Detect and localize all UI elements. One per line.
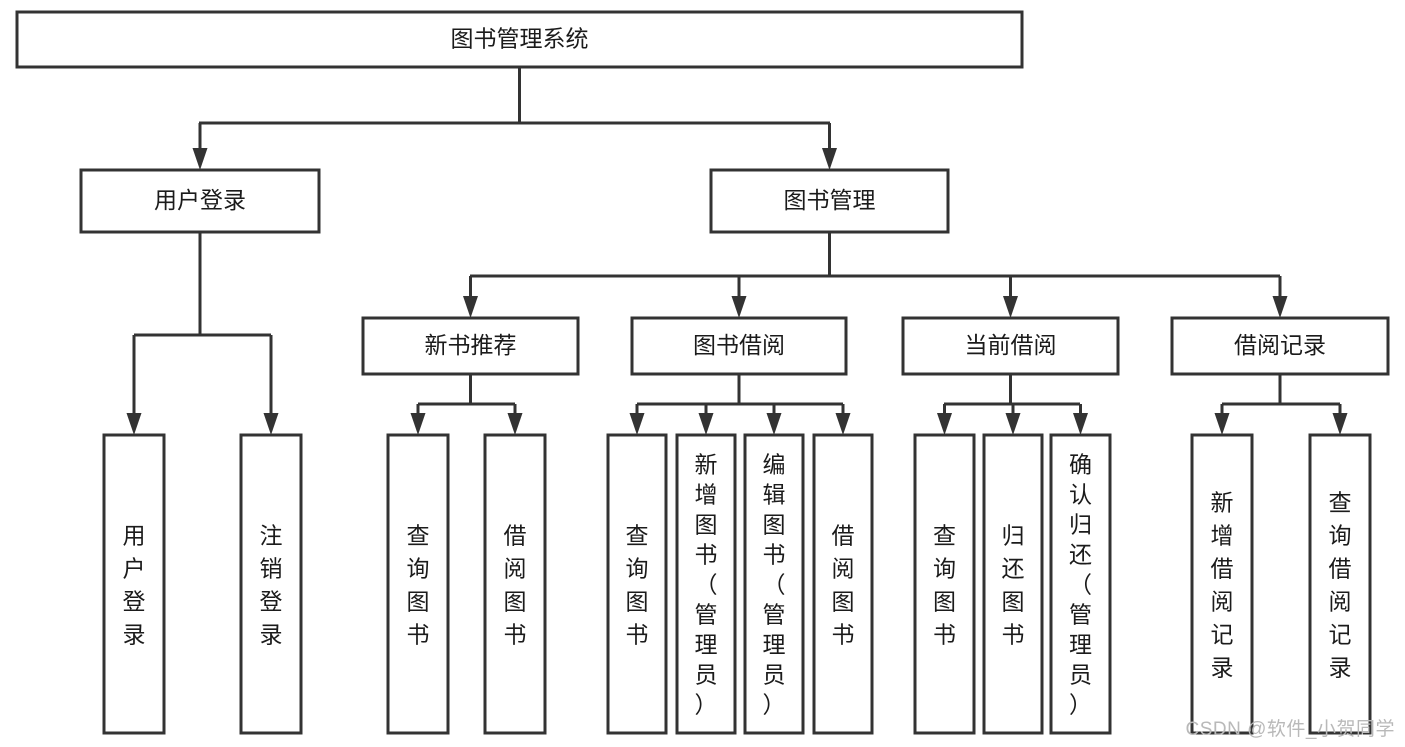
node-box-leaf-borrow-book-rec[interactable] [483,433,547,735]
arrow-head-leaf-query-book-rec [410,413,426,435]
arrow-head-current-borrow [1003,296,1018,318]
node-book-borrow[interactable]: 图书借阅 [630,316,848,376]
node-leaf-borrow-book-2[interactable]: 借阅图书 [812,433,874,735]
node-leaf-confirm-return-admin[interactable]: 确认归还（管理员） [1049,433,1112,735]
node-box-leaf-query-borrow-record[interactable] [1308,433,1372,735]
node-label-book-borrow: 图书借阅 [693,332,785,358]
arrow-head-book-borrow [731,296,747,318]
node-label-leaf-confirm-return-admin: 确认归还（管理员） [1069,451,1092,717]
arrow-head-leaf-borrow-book-2 [835,413,851,435]
node-label-leaf-borrow-book-2: 借阅图书 [832,523,855,648]
node-box-leaf-confirm-return-admin[interactable] [1049,433,1112,735]
node-leaf-edit-book-admin[interactable]: 编辑图书（管理员） [743,433,805,735]
node-book-manage[interactable]: 图书管理 [709,168,950,234]
node-box-leaf-user-login[interactable] [102,433,166,735]
node-box-root[interactable] [15,10,1024,69]
node-label-new-book-rec: 新书推荐 [425,332,517,358]
node-leaf-query-book-2[interactable]: 查询图书 [606,433,668,735]
node-box-user-login[interactable] [79,168,321,234]
node-label-leaf-logout: 注销登录 [260,523,283,648]
node-root[interactable]: 图书管理系统 [15,10,1024,69]
node-leaf-return-book[interactable]: 归还图书 [982,433,1044,735]
node-label-leaf-query-book-2: 查询图书 [626,523,649,648]
node-label-current-borrow: 当前借阅 [965,332,1057,358]
node-box-leaf-edit-book-admin[interactable] [743,433,805,735]
node-leaf-logout[interactable]: 注销登录 [239,433,303,735]
node-leaf-user-login[interactable]: 用户登录 [102,433,166,735]
node-box-book-manage[interactable] [709,168,950,234]
node-leaf-query-book-3[interactable]: 查询图书 [913,433,976,735]
node-box-borrow-record[interactable] [1170,316,1390,376]
arrow-head-leaf-query-book-2 [629,413,645,435]
node-box-book-borrow[interactable] [630,316,848,376]
arrow-head-new-book-rec [463,296,478,318]
node-box-leaf-add-borrow-record[interactable] [1190,433,1254,735]
node-label-leaf-query-book-rec: 查询图书 [407,523,430,648]
node-new-book-rec[interactable]: 新书推荐 [361,316,580,376]
arrow-head-user-login [192,148,208,170]
node-box-leaf-add-book-admin[interactable] [675,433,737,735]
arrow-head-leaf-logout [263,413,279,435]
arrow-head-leaf-user-login [126,413,142,435]
node-label-borrow-record: 借阅记录 [1234,332,1326,358]
node-label-leaf-borrow-book-rec: 借阅图书 [504,523,527,648]
node-layer: 图书管理系统用户登录图书管理新书推荐图书借阅当前借阅借阅记录用户登录注销登录查询… [15,10,1390,735]
node-label-leaf-return-book: 归还图书 [1002,523,1025,648]
node-user-login[interactable]: 用户登录 [79,168,321,234]
node-label-leaf-query-borrow-record: 查询借阅记录 [1329,490,1352,681]
node-leaf-add-book-admin[interactable]: 新增图书（管理员） [675,433,737,735]
node-label-leaf-add-book-admin: 新增图书（管理员） [695,451,718,717]
node-label-book-manage: 图书管理 [784,187,876,213]
arrow-head-leaf-add-book-admin [698,413,714,435]
node-leaf-query-book-rec[interactable]: 查询图书 [386,433,450,735]
node-box-current-borrow[interactable] [901,316,1120,376]
node-label-leaf-user-login: 用户登录 [123,523,146,648]
arrow-head-leaf-add-borrow-record [1214,413,1230,435]
node-leaf-borrow-book-rec[interactable]: 借阅图书 [483,433,547,735]
arrow-head-leaf-return-book [1005,413,1021,435]
node-box-leaf-query-book-2[interactable] [606,433,668,735]
node-borrow-record[interactable]: 借阅记录 [1170,316,1390,376]
node-label-user-login: 用户登录 [154,187,246,213]
arrow-head-leaf-query-book-3 [937,413,952,435]
node-leaf-add-borrow-record[interactable]: 新增借阅记录 [1190,433,1254,735]
node-label-root: 图书管理系统 [451,26,589,52]
node-current-borrow[interactable]: 当前借阅 [901,316,1120,376]
node-box-leaf-query-book-3[interactable] [913,433,976,735]
node-label-leaf-query-book-3: 查询图书 [933,523,956,648]
arrow-head-leaf-confirm-return-admin [1073,413,1088,435]
node-leaf-query-borrow-record[interactable]: 查询借阅记录 [1308,433,1372,735]
arrow-head-leaf-borrow-book-rec [507,413,523,435]
node-box-leaf-logout[interactable] [239,433,303,735]
node-label-leaf-edit-book-admin: 编辑图书（管理员） [763,451,786,717]
node-box-leaf-query-book-rec[interactable] [386,433,450,735]
arrow-head-borrow-record [1272,296,1288,318]
arrow-head-book-manage [822,148,837,170]
connector-layer [126,67,1348,435]
node-box-leaf-return-book[interactable] [982,433,1044,735]
arrow-head-leaf-query-borrow-record [1332,413,1348,435]
arrow-head-leaf-edit-book-admin [766,413,782,435]
node-box-leaf-borrow-book-2[interactable] [812,433,874,735]
node-label-leaf-add-borrow-record: 新增借阅记录 [1211,490,1234,681]
node-box-new-book-rec[interactable] [361,316,580,376]
